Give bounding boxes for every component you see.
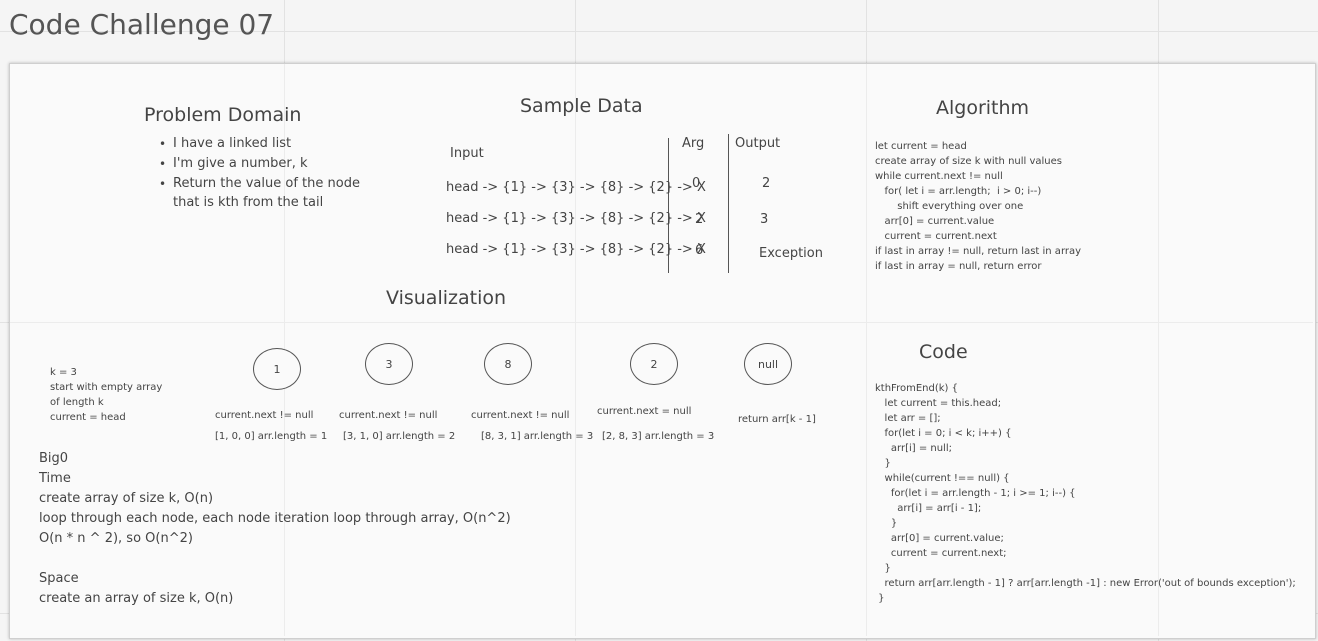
node-circle[interactable]: 1 [253,348,301,390]
grid-line [10,322,1313,323]
algorithm-line: while current.next != null [875,171,1003,182]
algorithm-steps: let current = head create array of size … [875,139,1081,274]
node-circle[interactable]: null [744,343,792,385]
problem-domain-list: I have a linked list I'm give a number, … [157,134,360,194]
setup-line: of length k [50,397,104,408]
code-line: arr[i] = null; [875,443,952,454]
node-state: [8, 3, 1] arr.length = 3 [481,431,594,442]
grid-line [575,64,576,636]
node-condition: current.next != null [215,410,314,421]
code-block: kthFromEnd(k) { let current = this.head;… [875,381,1296,606]
node-circle[interactable]: 3 [365,343,413,385]
complexity-line [39,549,511,569]
code-line: for(let i = 0; i < k; i++) { [875,428,1012,439]
problem-domain-continuation: that is kth from the tail [173,195,324,210]
code-line: for(let i = arr.length - 1; i >= 1; i--)… [875,488,1076,499]
code-line: let current = this.head; [875,398,1002,409]
code-line: } [875,518,898,529]
node-circle[interactable]: 2 [630,343,678,385]
algorithm-heading: Algorithm [936,97,1030,119]
row-input: head -> {1} -> {3} -> {8} -> {2} -> X [446,242,706,257]
input-header: Input [450,146,484,161]
row-arg: 2 [695,212,704,227]
node-condition: current.next != null [339,410,438,421]
page-title: Code Challenge 07 [9,8,275,41]
row-input: head -> {1} -> {3} -> {8} -> {2} -> X [446,180,706,195]
code-line: } [875,593,885,604]
list-item: I'm give a number, k [157,154,360,174]
code-heading: Code [919,341,968,363]
grid-line [866,64,867,636]
code-line: arr[i] = arr[i - 1]; [875,503,982,514]
output-header: Output [735,136,781,151]
setup-line: current = head [50,412,126,423]
list-item: I have a linked list [157,134,360,154]
arg-header: Arg [682,136,705,151]
complexity-line: Space [39,571,79,586]
node-state: [1, 0, 0] arr.length = 1 [215,431,328,442]
table-divider [668,138,669,273]
visualization-heading: Visualization [386,287,507,309]
node-condition: current.next = null [597,406,692,417]
code-line: while(current !== null) { [875,473,1010,484]
sample-data-heading: Sample Data [520,95,643,117]
grid-line [1158,64,1159,636]
row-output: 2 [762,176,771,191]
setup-notes: k = 3 start with empty array of length k… [50,365,162,425]
complexity-notes: Big0 Time create array of size k, O(n) l… [39,449,511,609]
node-condition: current.next != null [471,410,570,421]
setup-line: k = 3 [50,367,77,378]
node-state: [3, 1, 0] arr.length = 2 [343,431,456,442]
code-line: } [875,458,891,469]
setup-line: start with empty array [50,382,163,393]
row-output: Exception [759,246,823,261]
complexity-line: O(n * n ^ 2), so O(n^2) [39,531,193,546]
complexity-line: loop through each node, each node iterat… [39,511,511,526]
complexity-line: create array of size k, O(n) [39,491,214,506]
row-arg: 6 [695,243,704,258]
code-line: kthFromEnd(k) { [875,383,958,394]
problem-domain-heading: Problem Domain [144,104,302,126]
row-output: 3 [760,212,769,227]
node-circle[interactable]: 8 [484,343,532,385]
node-condition: return arr[k - 1] [738,414,816,425]
row-input: head -> {1} -> {3} -> {8} -> {2} -> X [446,211,706,226]
algorithm-line: arr[0] = current.value [875,216,995,227]
algorithm-line: current = current.next [875,231,997,242]
row-arg: 0 [692,176,701,191]
complexity-line: create an array of size k, O(n) [39,591,234,606]
complexity-line: Time [39,471,71,486]
complexity-line: Big0 [39,451,69,466]
algorithm-line: if last in array != null, return last in… [875,246,1082,257]
grid-line [0,31,1318,32]
code-line: return arr[arr.length - 1] ? arr[arr.len… [875,578,1296,589]
code-line: current = current.next; [875,548,1007,559]
code-line: arr[0] = current.value; [875,533,1004,544]
algorithm-line: create array of size k with null values [875,156,1063,167]
list-item: Return the value of the node [157,174,360,194]
algorithm-line: shift everything over one [875,201,1024,212]
algorithm-line: if last in array = null, return error [875,261,1042,272]
code-line: } [875,563,891,574]
code-line: let arr = []; [875,413,941,424]
node-state: [2, 8, 3] arr.length = 3 [602,431,715,442]
algorithm-line: for( let i = arr.length; i > 0; i--) [875,186,1042,197]
algorithm-line: let current = head [875,141,967,152]
table-divider [728,134,729,273]
